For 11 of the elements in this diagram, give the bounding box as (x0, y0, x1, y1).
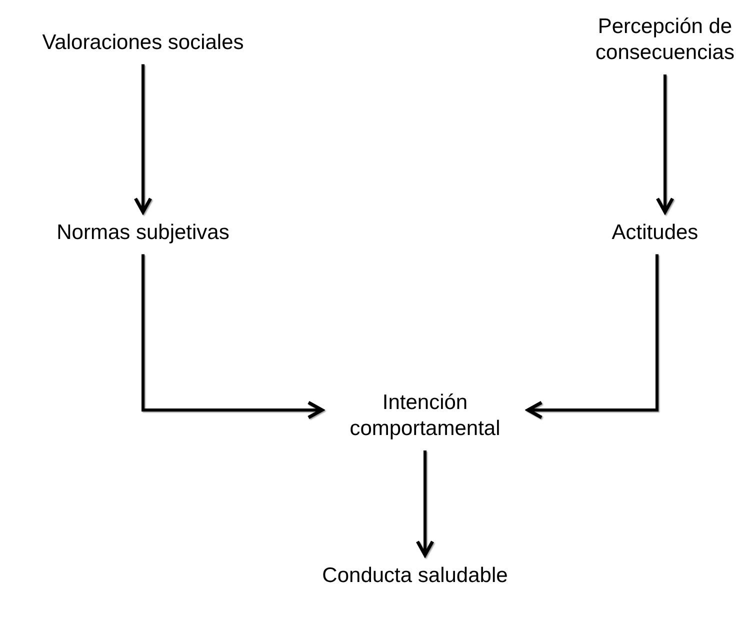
node-text: Valoraciones sociales (30, 30, 256, 56)
node-text: Actitudes (585, 220, 725, 246)
node-text: Normas subjetivas (28, 220, 258, 246)
node-text: Percepción de consecuencias (584, 14, 746, 66)
arrow (142, 254, 324, 420)
arrow (526, 254, 658, 420)
arrow (656, 74, 674, 214)
arrow (416, 450, 434, 557)
node-text: Intención comportamental (330, 390, 520, 442)
node-text: Conducta saludable (315, 563, 515, 590)
arrow (134, 64, 152, 214)
